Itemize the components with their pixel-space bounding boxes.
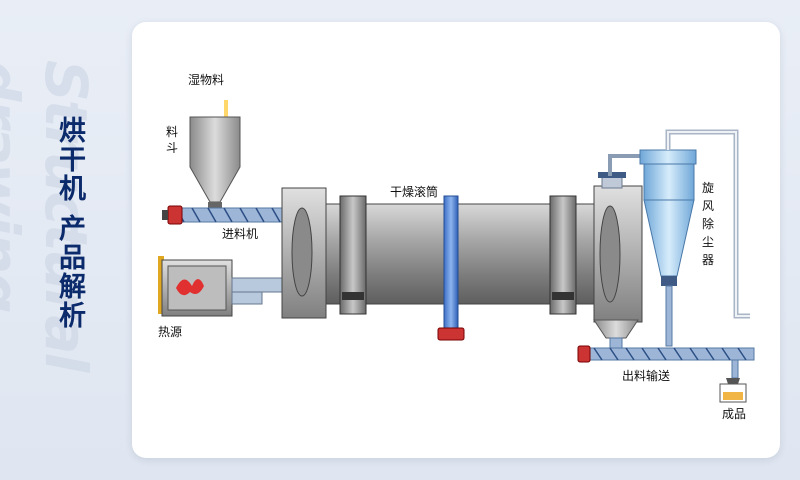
label-product: 成品: [722, 407, 746, 421]
label-hopper: 料 斗: [166, 125, 182, 155]
page-title: 烘干机 产品解析: [54, 116, 85, 331]
label-hopper-2: 斗: [166, 141, 178, 155]
diagram-card: 湿物料 料 斗 进料机 热源 干燥滚筒 旋 风 除 尘 器 出料输送 成品: [132, 22, 780, 458]
label-cyclone-1: 旋: [702, 181, 714, 195]
product-bin: [719, 378, 747, 403]
label-discharge: 出料输送: [622, 368, 670, 383]
label-cyclone-4: 尘: [702, 235, 714, 249]
label-feeder: 进料机: [222, 227, 258, 241]
label-cyclone: 旋 风 除 尘 器: [702, 181, 718, 267]
label-cyclone-3: 除: [702, 216, 714, 231]
label-cyclone-2: 风: [702, 199, 714, 213]
label-hopper-1: 料: [166, 125, 178, 139]
hopper: [189, 100, 241, 210]
drum-outlet: [593, 319, 639, 353]
screw-feeder: [162, 205, 291, 225]
cyclone-separator: [608, 129, 750, 347]
label-cyclone-5: 器: [702, 253, 714, 267]
heat-source: [158, 256, 285, 317]
label-drum: 干燥滚筒: [390, 184, 438, 199]
label-heat-source: 热源: [158, 325, 182, 339]
discharge-conveyor: [577, 345, 755, 379]
dryer-diagram: 湿物料 料 斗 进料机 热源 干燥滚筒 旋 风 除 尘 器 出料输送 成品: [158, 72, 755, 421]
drying-drum: [281, 172, 643, 323]
background-watermark-text: Structural drawing: [0, 60, 100, 371]
drum-support-pipe: [437, 195, 465, 341]
label-wet-material: 湿物料: [188, 72, 224, 87]
